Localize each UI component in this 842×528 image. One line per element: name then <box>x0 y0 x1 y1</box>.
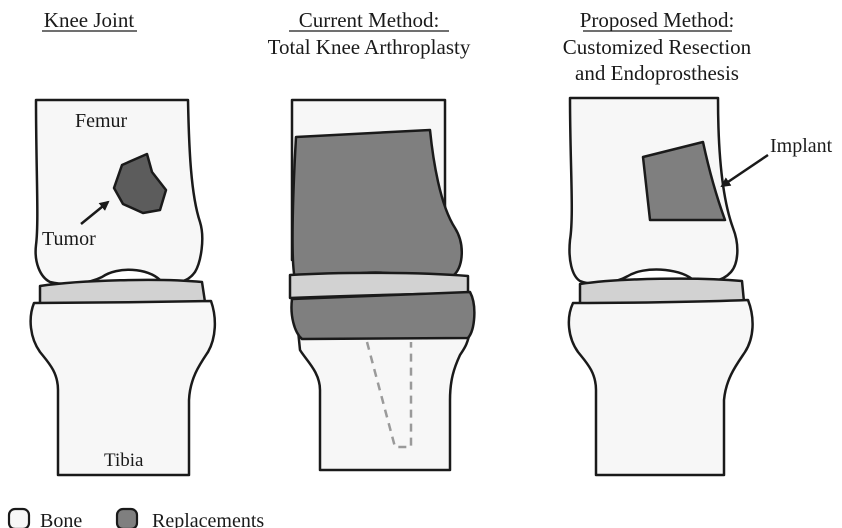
tibia-shape <box>31 301 215 475</box>
implant-label: Implant <box>770 135 833 157</box>
legend-bone-swatch <box>9 509 29 528</box>
tumor-label: Tumor <box>42 228 96 250</box>
panel-title-proposed-method: Proposed Method: Customized Resection an… <box>563 8 752 85</box>
title-line: Proposed Method: <box>580 8 735 32</box>
tibial-tray <box>291 292 474 339</box>
customized-resection-panel: Implant <box>569 98 833 475</box>
panel-title-knee-joint: Knee Joint <box>42 8 137 32</box>
total-knee-arthroplasty-panel <box>290 100 474 470</box>
tibia-label: Tibia <box>104 450 144 471</box>
legend-replacements-swatch <box>117 509 137 528</box>
tibia-shape <box>298 330 470 470</box>
knee-joint-panel: Femur Tumor Tibia <box>31 100 215 475</box>
legend-bone-label: Bone <box>40 510 82 528</box>
panel-title-current-method: Current Method: Total Knee Arthroplasty <box>268 8 471 59</box>
title-line: Customized Resection <box>563 35 752 59</box>
title-line: Current Method: <box>299 8 440 32</box>
tibia-shape <box>569 300 753 475</box>
legend: Bone Replacements <box>9 509 264 528</box>
legend-replacements-label: Replacements <box>152 510 264 528</box>
title-line: and Endoprosthesis <box>575 61 739 85</box>
femur-label: Femur <box>75 110 128 132</box>
title-line: Knee Joint <box>44 8 135 32</box>
implant-arrow <box>722 155 768 186</box>
title-line: Total Knee Arthroplasty <box>268 35 471 59</box>
